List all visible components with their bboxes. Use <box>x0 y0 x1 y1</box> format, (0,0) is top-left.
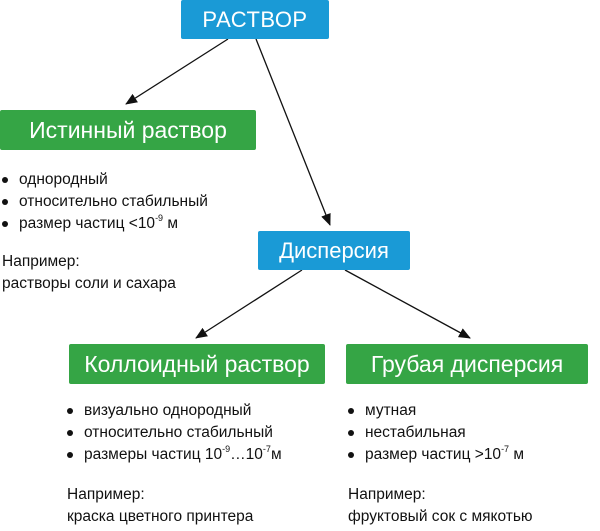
arrow-dispersion-to-colloid <box>195 269 303 339</box>
coarse-dispersion-example: Например: фруктовый сок с мякотью <box>348 484 533 528</box>
colloid-properties: визуально однородный относительно стабил… <box>67 400 282 466</box>
arrow-root-to-true-solution <box>125 38 229 105</box>
list-item: нестабильная <box>348 422 524 444</box>
true-solution-node: Истинный раствор <box>0 110 256 150</box>
example-text: фруктовый сок с мякотью <box>348 508 533 525</box>
list-item: однородный <box>2 169 208 191</box>
list-item: относительно стабильный <box>2 191 208 213</box>
true-solution-properties: однородный относительно стабильный разме… <box>2 169 208 235</box>
arrow-dispersion-to-coarse <box>344 269 471 339</box>
arrow-root-to-dispersion <box>255 38 331 226</box>
dispersion-node: Дисперсия <box>258 231 410 270</box>
root-node-solution: РАСТВОР <box>181 0 329 39</box>
list-item: размеры частиц 10-9…10-7м <box>67 444 282 466</box>
list-item: визуально однородный <box>67 400 282 422</box>
list-item: мутная <box>348 400 524 422</box>
list-item: относительно стабильный <box>67 422 282 444</box>
colloid-node: Коллоидный раствор <box>69 344 325 384</box>
list-item: размер частиц <10-9 м <box>2 213 208 235</box>
dispersion-label: Дисперсия <box>279 237 389 263</box>
coarse-dispersion-label: Грубая дисперсия <box>370 350 564 377</box>
example-heading: Например: <box>2 253 80 270</box>
colloid-example: Например: краска цветного принтера <box>67 484 253 528</box>
example-text: краска цветного принтера <box>67 508 254 525</box>
example-heading: Например: <box>348 486 426 503</box>
example-heading: Например: <box>67 486 145 503</box>
list-item: размер частиц >10-7 м <box>348 444 524 466</box>
example-text: растворы соли и сахара <box>2 275 176 292</box>
coarse-dispersion-properties: мутная нестабильная размер частиц >10-7 … <box>348 400 524 466</box>
colloid-label: Коллоидный раствор <box>84 350 310 377</box>
root-node-label: РАСТВОР <box>202 6 308 32</box>
true-solution-example: Например: растворы соли и сахара <box>2 251 176 295</box>
true-solution-label: Истинный раствор <box>29 116 227 143</box>
coarse-dispersion-node: Грубая дисперсия <box>346 344 588 384</box>
